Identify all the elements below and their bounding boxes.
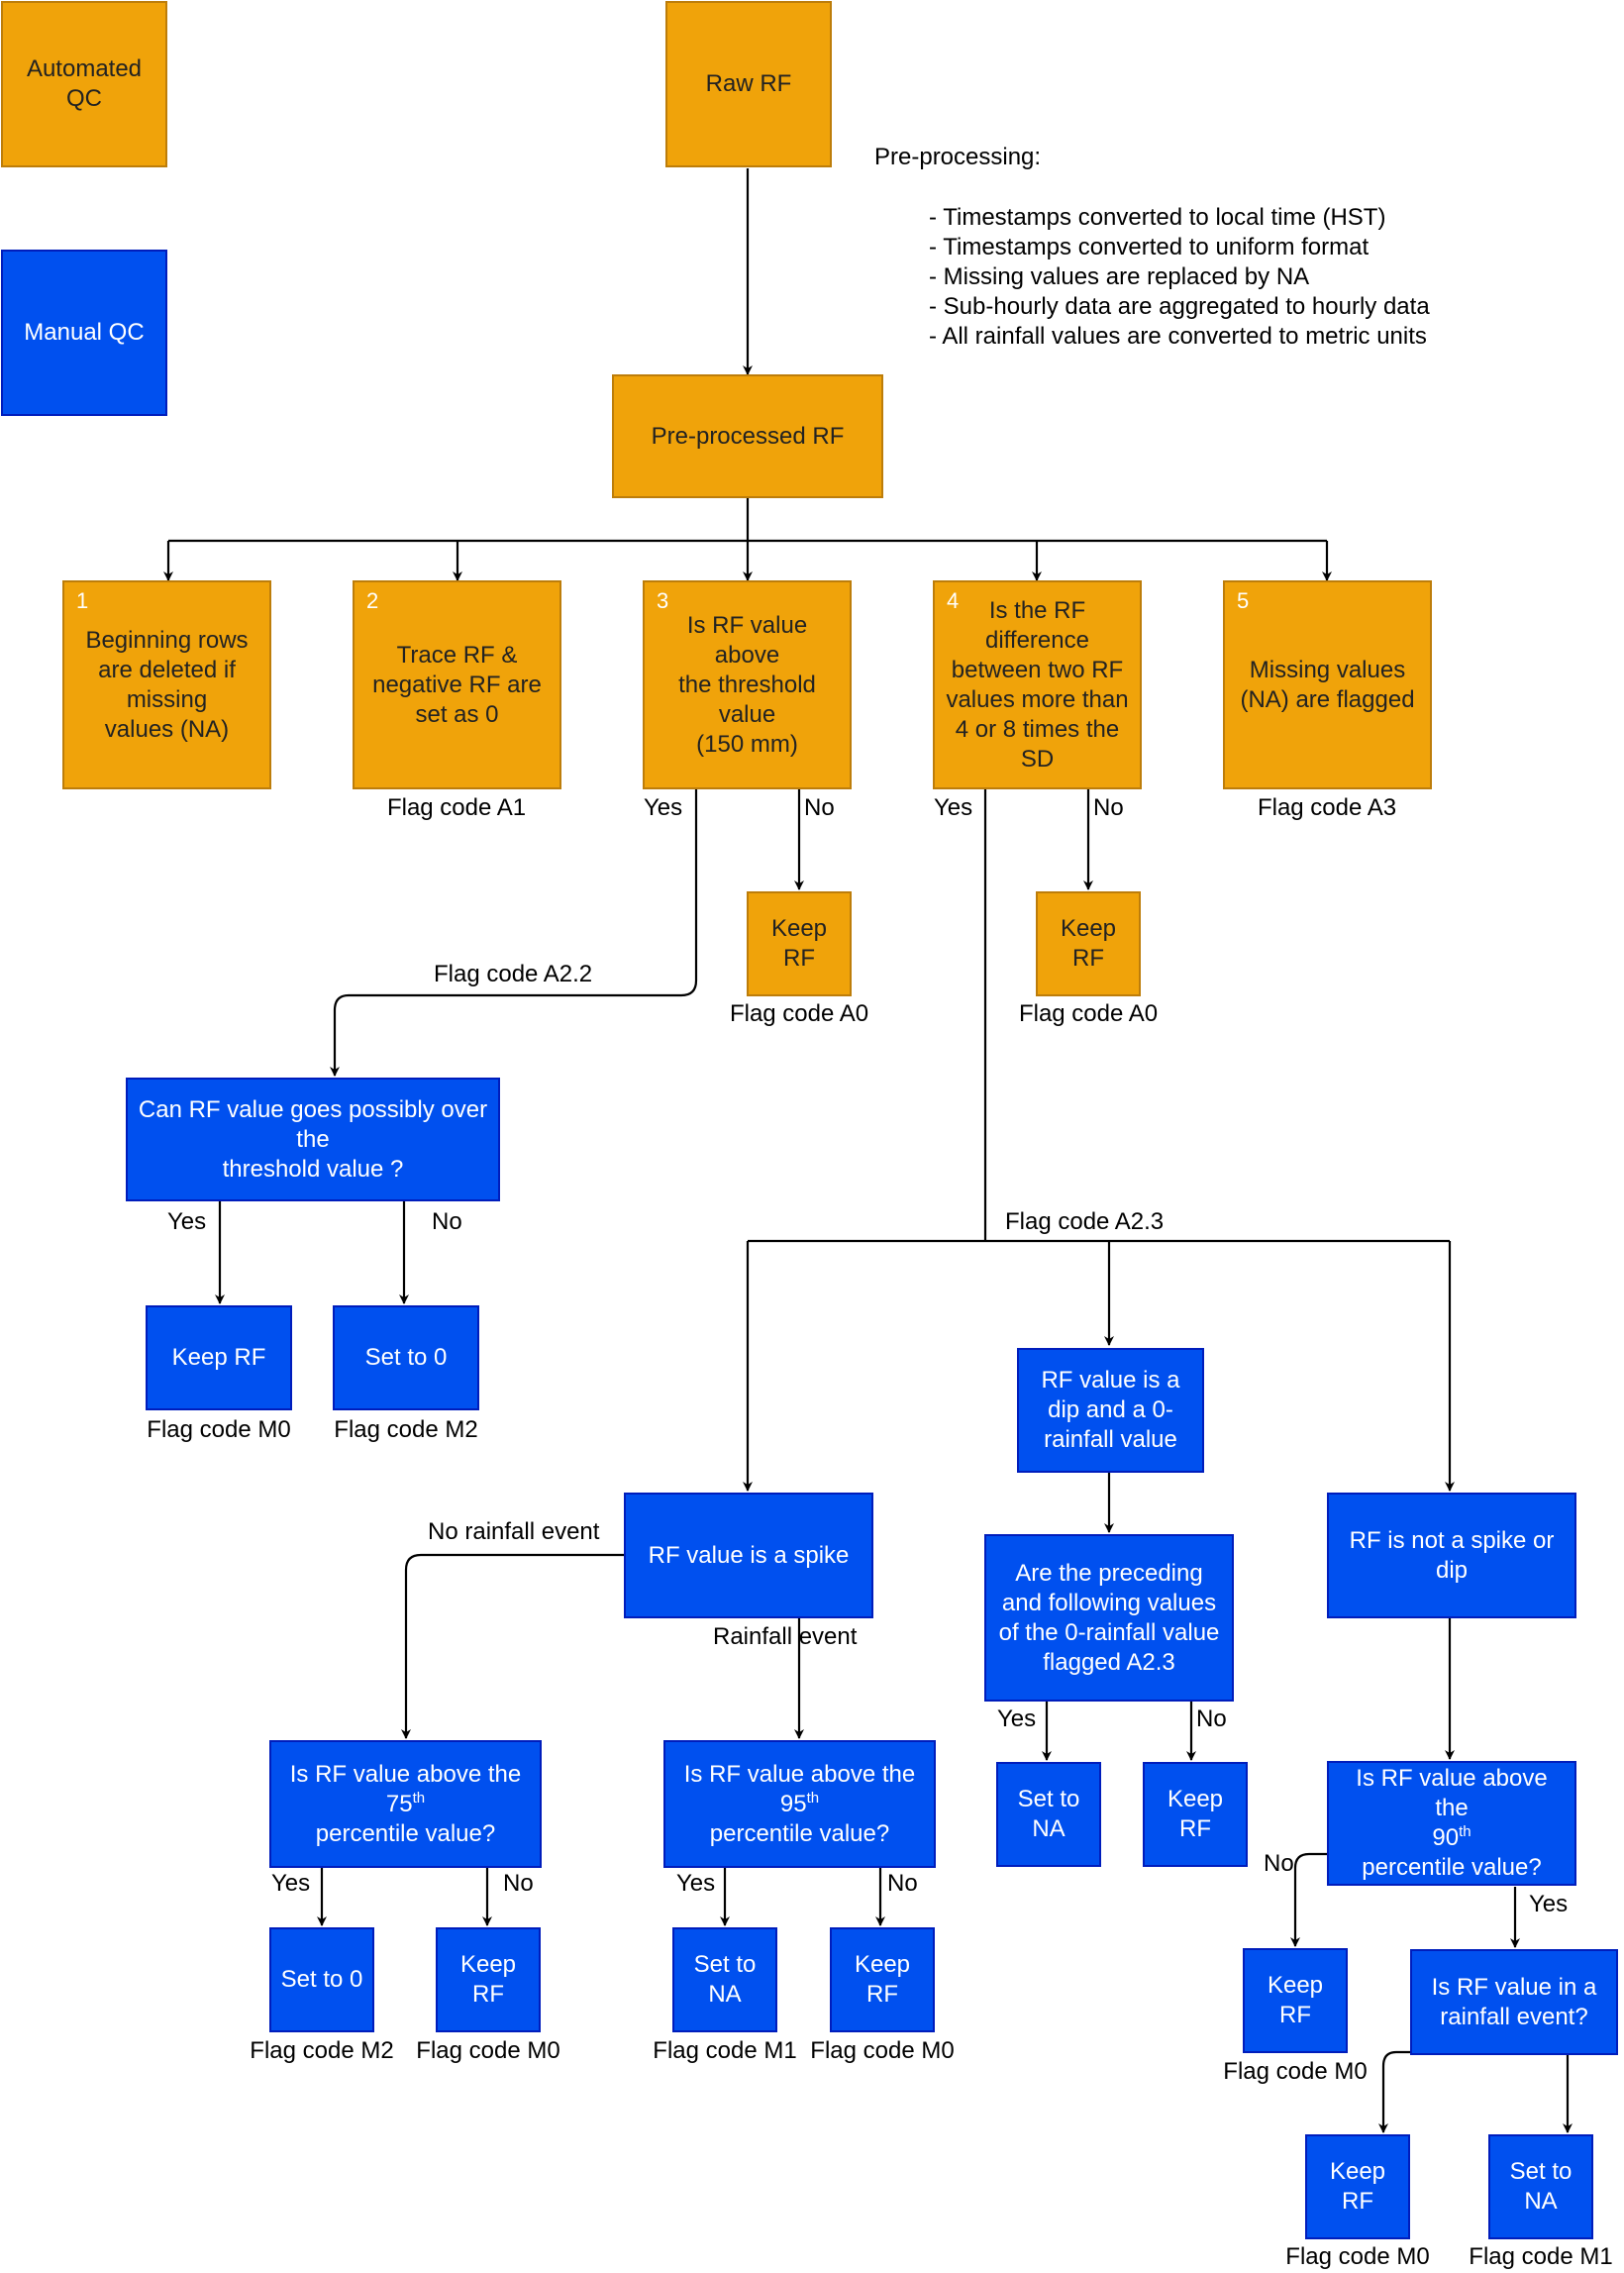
label-75-no: No [503, 1870, 534, 1897]
p90-text: Is RF value above the 90 [1356, 1765, 1548, 1851]
text-above-75th: Is RF value above the 75th percentile va… [290, 1760, 521, 1849]
p95-sup: th [806, 1789, 820, 1807]
step-4-number: 4 [947, 588, 960, 613]
step-2-text: Trace RF & negative RF are set as 0 [372, 641, 542, 728]
label-step4-no: No [1093, 794, 1124, 821]
step-3-number: 3 [657, 588, 669, 613]
label-flag-m2-75: Flag code M2 [250, 2037, 394, 2064]
label-preceding-no: No [1196, 1705, 1227, 1732]
legend-manual-qc: Manual QC [1, 250, 167, 416]
label-flag-m0-can: Flag code M0 [147, 1416, 291, 1443]
p90-sup: th [1459, 1823, 1472, 1840]
p95-text-post: percentile value? [709, 1819, 890, 1847]
label-step4-yes: Yes [934, 794, 973, 821]
arrow-rain-yes [1378, 2050, 1410, 2133]
label-can-no: No [432, 1208, 462, 1235]
node-preceding-following: Are the preceding and following values o… [984, 1534, 1234, 1702]
node-can-rf-over-threshold: Can RF value goes possibly over the thre… [126, 1078, 500, 1201]
arrow-spike-no-rain [401, 1553, 624, 1739]
label-90-no: No [1264, 1850, 1294, 1877]
label-flag-a23: Flag code A2.3 [1005, 1208, 1165, 1235]
label-flag-m1-95: Flag code M1 [653, 2037, 797, 2064]
text-above-90th: Is RF value above the 90th percentile va… [1337, 1764, 1567, 1883]
node-step-4: 4 Is the RF difference between two RF va… [933, 580, 1142, 789]
label-flag-m0-95: Flag code M0 [810, 2037, 955, 2064]
node-keep-rf-step3: Keep RF [747, 891, 852, 996]
text-above-95th: Is RF value above the 95th percentile va… [684, 1760, 915, 1849]
node-step-3: 3 Is RF value above the threshold value … [643, 580, 852, 789]
node-keep-rf-75: Keep RF [436, 1927, 541, 2032]
p75-sup: th [412, 1789, 426, 1807]
arrow-step3-yes [330, 789, 698, 1077]
label-flag-a3: Flag code A3 [1257, 794, 1397, 821]
node-setna-preceding: Set to NA [996, 1762, 1101, 1867]
step-4-text: Is the RF difference between two RF valu… [946, 596, 1129, 773]
label-no-rainfall-event: No rainfall event [428, 1518, 600, 1545]
label-can-yes: Yes [167, 1208, 207, 1235]
step-2-number: 2 [366, 588, 379, 613]
label-flag-m0-75: Flag code M0 [416, 2037, 560, 2064]
label-flag-m1-rain: Flag code M1 [1469, 2243, 1613, 2270]
step-5-text: Missing values (NA) are flagged [1240, 656, 1415, 713]
label-step3-yes: Yes [644, 794, 683, 821]
legend-automated-qc: Automated QC [1, 1, 167, 167]
node-step-5: 5 Missing values (NA) are flagged [1223, 580, 1432, 789]
node-keep-rf-rain: Keep RF [1305, 2134, 1410, 2239]
label-rainfall-event: Rainfall event [713, 1623, 858, 1650]
step-1-number: 1 [76, 588, 89, 613]
node-step-1: 1 Beginning rows are deleted if missing … [62, 580, 271, 789]
arrow-90-no [1290, 1852, 1327, 1947]
label-95-no: No [887, 1870, 918, 1897]
node-rf-spike: RF value is a spike [624, 1493, 873, 1618]
node-keep-rf-95: Keep RF [830, 1927, 935, 2032]
step-5-number: 5 [1237, 588, 1250, 613]
node-above-95th: Is RF value above the 95th percentile va… [663, 1740, 936, 1868]
preprocessing-item-1: - Timestamps converted to local time (HS… [929, 204, 1386, 231]
node-rf-dip: RF value is a dip and a 0- rainfall valu… [1017, 1348, 1204, 1473]
preprocessing-title: Pre-processing: [874, 144, 1042, 170]
p75-text: Is RF value above the 75 [289, 1760, 522, 1817]
label-flag-a0-step4: Flag code A0 [1018, 1000, 1159, 1027]
node-keep-rf-90: Keep RF [1243, 1948, 1348, 2053]
step-1-text: Beginning rows are deleted if missing va… [85, 626, 249, 743]
node-above-90th: Is RF value above the 90th percentile va… [1327, 1761, 1576, 1886]
label-flag-a1: Flag code A1 [386, 794, 527, 821]
label-90-yes: Yes [1529, 1891, 1569, 1917]
node-preprocessed-rf: Pre-processed RF [612, 374, 883, 498]
node-setna-rain: Set to NA [1488, 2134, 1593, 2239]
label-95-yes: Yes [676, 1870, 716, 1897]
label-preceding-yes: Yes [997, 1705, 1037, 1732]
node-set0-can: Set to 0 [333, 1305, 479, 1410]
node-keep-rf-preceding: Keep RF [1143, 1762, 1248, 1867]
p90-text-post: percentile value? [1362, 1854, 1542, 1881]
node-rf-not-spike-or-dip: RF is not a spike or dip [1327, 1493, 1576, 1618]
label-flag-m0-90: Flag code M0 [1223, 2058, 1368, 2085]
preprocessing-item-2: - Timestamps converted to uniform format [929, 234, 1370, 260]
preprocessing-item-3: - Missing values are replaced by NA [929, 263, 1310, 290]
node-step-2: 2 Trace RF & negative RF are set as 0 [353, 580, 561, 789]
node-keep-rf-step4: Keep RF [1036, 891, 1141, 996]
label-flag-m0-rain: Flag code M0 [1285, 2243, 1430, 2270]
preprocessing-item-4: - Sub-hourly data are aggregated to hour… [929, 293, 1430, 320]
node-above-75th: Is RF value above the 75th percentile va… [269, 1740, 542, 1868]
node-keep-rf-can: Keep RF [146, 1305, 292, 1410]
step-3-text: Is RF value above the threshold value (1… [678, 611, 816, 758]
label-flag-a22: Flag code A2.2 [434, 961, 593, 987]
node-setna-95: Set to NA [672, 1927, 777, 2032]
p75-text-post: percentile value? [315, 1819, 496, 1847]
node-set0-75: Set to 0 [269, 1927, 374, 2032]
node-raw-rf: Raw RF [665, 1, 832, 167]
node-rainfall-event-question: Is RF value in a rainfall event? [1410, 1949, 1618, 2055]
p95-text: Is RF value above the 95 [683, 1760, 916, 1817]
label-step3-no: No [804, 794, 835, 821]
label-75-yes: Yes [271, 1870, 311, 1897]
preprocessing-item-5: - All rainfall values are converted to m… [929, 323, 1427, 350]
label-flag-a0-step3: Flag code A0 [729, 1000, 869, 1027]
label-flag-m2-can: Flag code M2 [334, 1416, 478, 1443]
